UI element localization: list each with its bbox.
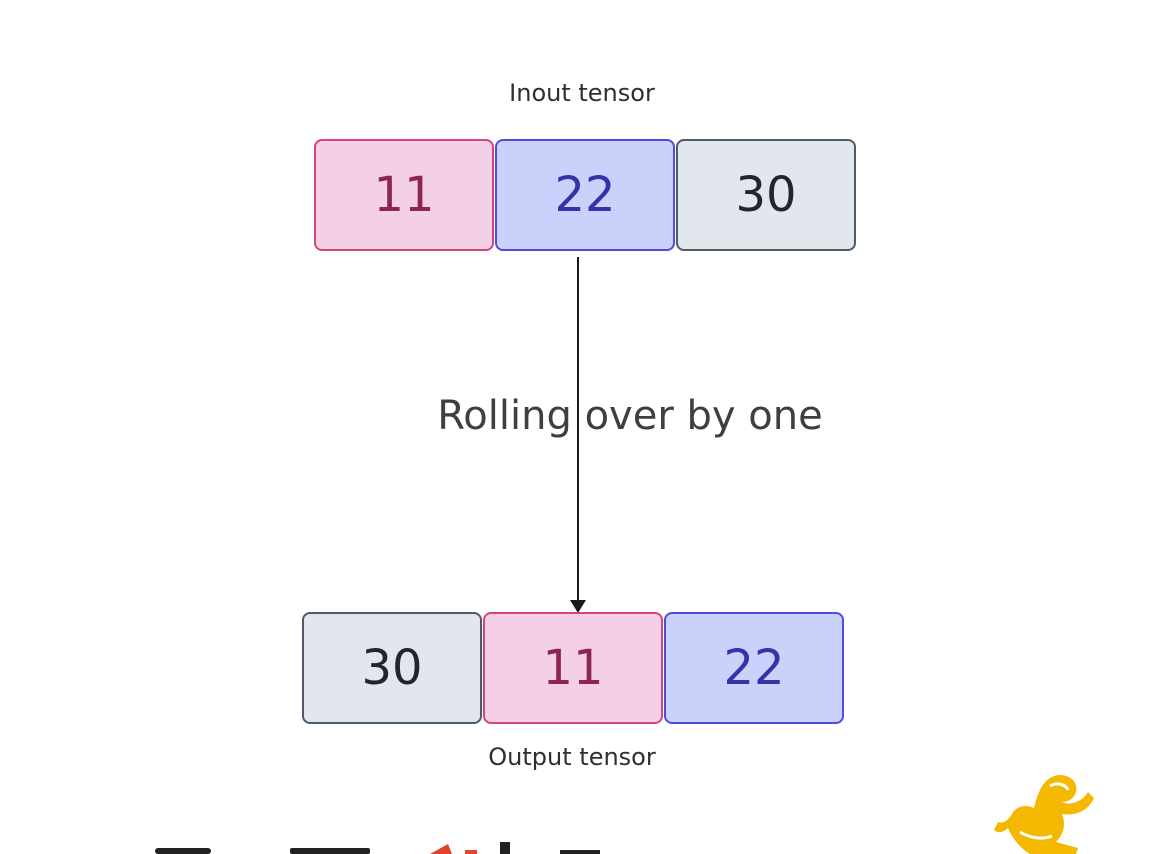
mascot-figure-icon	[994, 775, 1094, 854]
output-tensor-row: 30 11 22	[302, 612, 845, 724]
input-cell-0: 11	[314, 139, 494, 251]
brand-logo-icon	[155, 842, 600, 854]
input-tensor-row: 11 22 30	[314, 139, 857, 251]
input-cell-1: 22	[495, 139, 675, 251]
input-tensor-title: Inout tensor	[509, 79, 655, 107]
output-cell-2: 22	[664, 612, 844, 724]
input-cell-2: 30	[676, 139, 856, 251]
output-cell-1: 11	[483, 612, 663, 724]
output-tensor-title: Output tensor	[488, 743, 656, 771]
output-cell-0: 30	[302, 612, 482, 724]
arrow-label: Rolling over by one	[437, 393, 823, 439]
